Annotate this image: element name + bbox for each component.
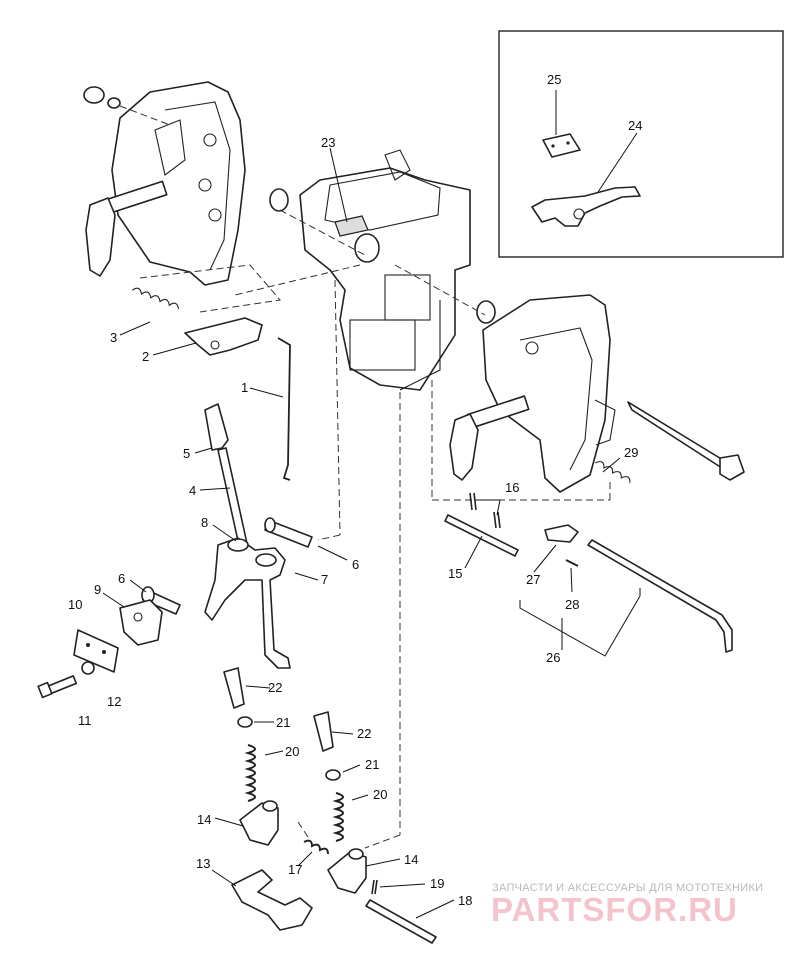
- part-6-pin-upper: [264, 517, 313, 548]
- callout-25: 25: [547, 72, 561, 87]
- part-23-plate: [334, 215, 369, 237]
- callout-19: 19: [430, 876, 444, 891]
- washer-right: [476, 300, 496, 324]
- part-2-bracket: [184, 317, 263, 356]
- callout-26: 26: [546, 650, 560, 665]
- top-nut-washer: [83, 86, 171, 126]
- callout-15: 15: [448, 566, 462, 581]
- callout-6-left: 6: [118, 571, 125, 586]
- callout-22-left: 22: [268, 680, 282, 695]
- part-26-rod: [587, 539, 733, 653]
- tilt-lever-assembly: [204, 537, 291, 669]
- watermark-tagline: ЗАПЧАСТИ И АКСЕССУАРЫ ДЛЯ МОТОТЕХНИКИ: [492, 882, 763, 894]
- callout-18: 18: [458, 893, 472, 908]
- part-22-left: [223, 667, 245, 709]
- callout-16: 16: [505, 480, 519, 495]
- part-29-spring: [595, 461, 631, 483]
- part-12-washer: [81, 661, 95, 675]
- watermark-brand: PARTSFOR.RU: [491, 891, 738, 928]
- callout-9: 9: [94, 582, 101, 597]
- callouts: 25 24 23 3 2 1 5 4 8 6 7 6 9 10 16 29 15…: [68, 72, 642, 908]
- callout-14-left: 14: [197, 812, 211, 827]
- part-24-lever: [531, 186, 641, 227]
- callout-1: 1: [241, 380, 248, 395]
- callout-20-right: 20: [373, 787, 387, 802]
- part-21-left: [237, 716, 253, 728]
- part-21-right: [325, 769, 341, 781]
- left-clamp-bracket: [111, 81, 246, 286]
- right-clamp-screw: [449, 395, 530, 481]
- callout-27: 27: [526, 572, 540, 587]
- part-20-left: [244, 744, 256, 802]
- part-4-lever: [217, 447, 249, 551]
- callout-13: 13: [196, 856, 210, 871]
- callout-11: 11: [78, 713, 92, 728]
- part-5-grip: [204, 403, 229, 451]
- part-22-right: [313, 711, 334, 752]
- part-28-pin: [565, 559, 579, 567]
- callout-6-right: 6: [352, 557, 359, 572]
- callout-20-left: 20: [285, 744, 299, 759]
- part-25-plate: [542, 133, 581, 158]
- swivel-bracket: [299, 149, 471, 391]
- through-bolt: [627, 401, 745, 481]
- callout-8: 8: [201, 515, 208, 530]
- callout-24: 24: [628, 118, 642, 133]
- part-15-pin: [444, 514, 519, 557]
- callout-3: 3: [110, 330, 117, 345]
- assembly-guides: [139, 209, 611, 849]
- part-9-block: [119, 599, 163, 646]
- callout-14-right: 14: [404, 852, 418, 867]
- part-16-clips: [469, 492, 501, 529]
- callout-17: 17: [288, 862, 302, 877]
- callout-23: 23: [321, 135, 335, 150]
- part-19-clip: [371, 879, 378, 895]
- callout-4: 4: [189, 483, 196, 498]
- leader-lines: [102, 90, 641, 919]
- callout-21-right: 21: [365, 757, 379, 772]
- callout-5: 5: [183, 446, 190, 461]
- callout-21-left: 21: [276, 715, 290, 730]
- callout-2: 2: [142, 349, 149, 364]
- part-18-rod: [365, 899, 437, 944]
- part-11-bolt: [37, 675, 78, 699]
- callout-29: 29: [624, 445, 638, 460]
- callout-28: 28: [565, 597, 579, 612]
- part-14-left: [239, 800, 279, 846]
- callout-22-right: 22: [357, 726, 371, 741]
- callout-7: 7: [321, 572, 328, 587]
- part-27-plate: [544, 524, 579, 543]
- washer-left: [269, 188, 289, 212]
- part-17-spring: [297, 821, 329, 855]
- part-14-right: [327, 848, 367, 894]
- part-1-rod: [277, 337, 291, 481]
- part-13-lever: [231, 869, 313, 931]
- part-20-right: [332, 792, 344, 842]
- callout-12: 12: [107, 694, 121, 709]
- part-3-spring: [131, 287, 180, 310]
- part-6-pin-lower: [141, 586, 181, 615]
- callout-10: 10: [68, 597, 82, 612]
- left-clamp-screw: [85, 180, 168, 277]
- part-10-plate: [73, 629, 119, 673]
- inset-frame: [498, 30, 784, 258]
